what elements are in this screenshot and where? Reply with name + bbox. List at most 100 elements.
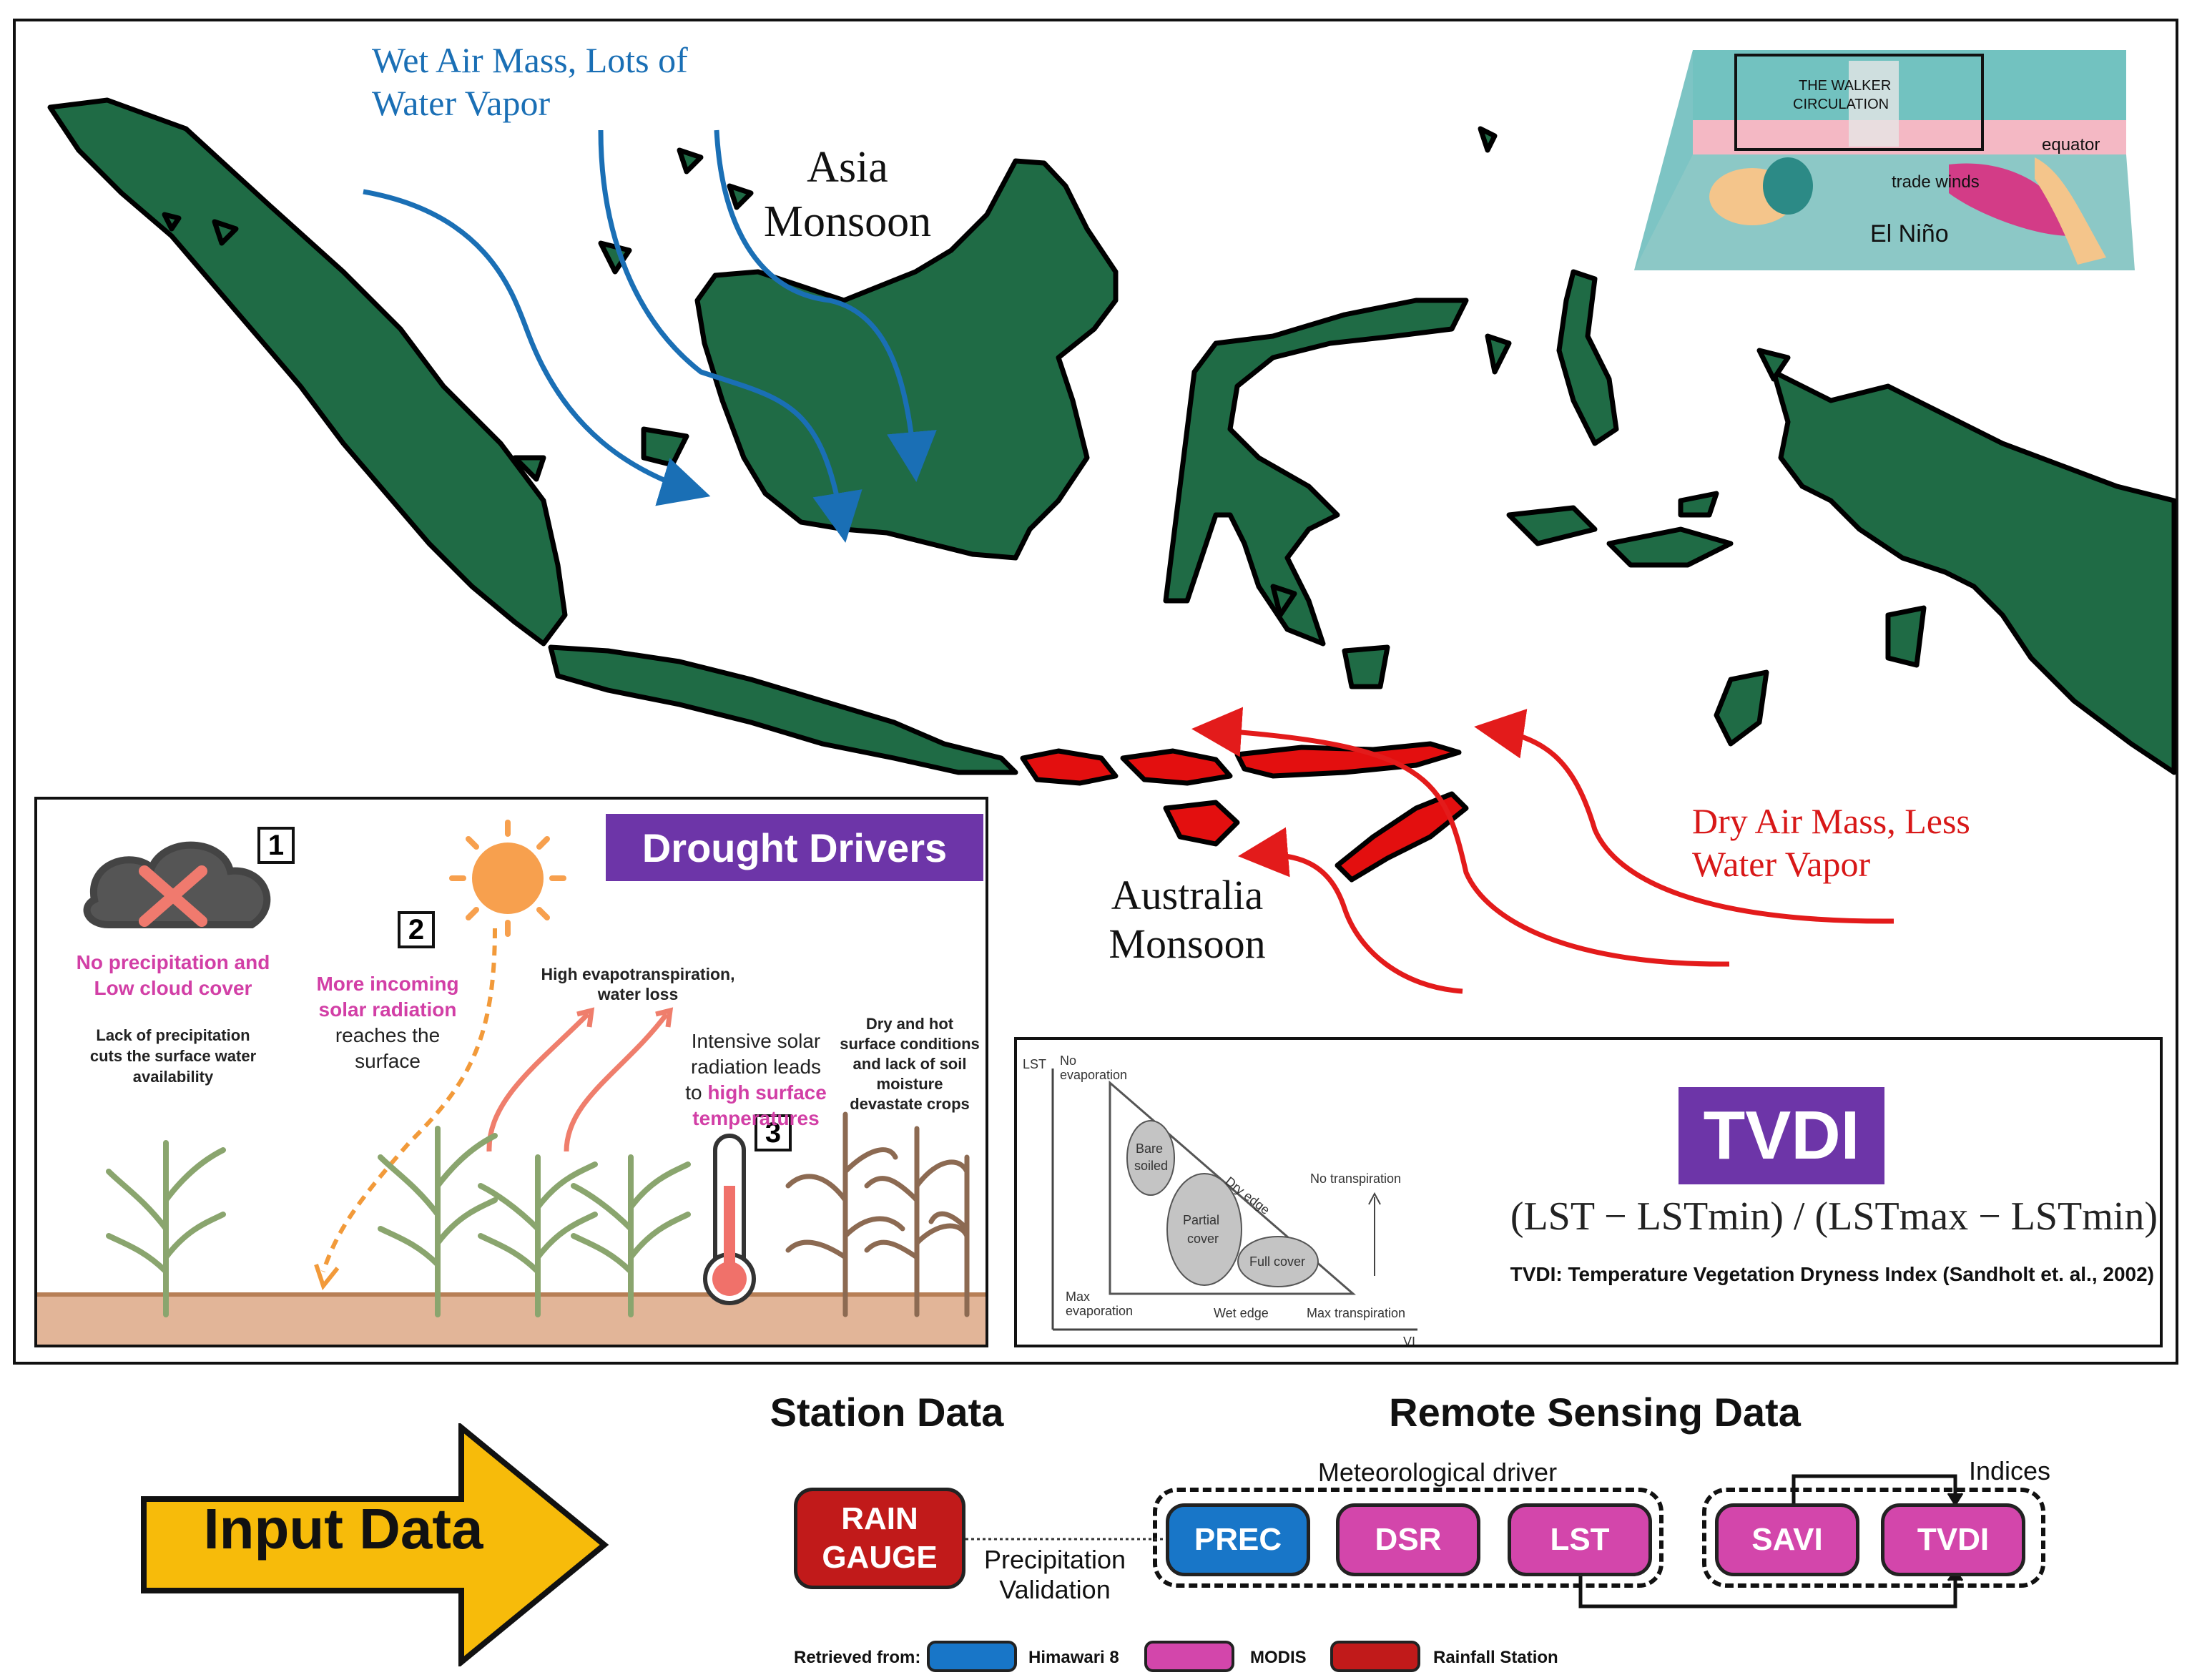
tvdi-no-evap-1: No: [1060, 1053, 1076, 1068]
precipitation-validation-label: Precipitation Validation: [973, 1545, 1137, 1605]
tvdi-y-axis: LST: [1023, 1057, 1046, 1071]
input-data-arrow: [141, 1423, 609, 1666]
dry-air-line-2: Water Vapor: [1692, 844, 1871, 884]
driver2-body-1: reaches the: [335, 1024, 441, 1046]
remote-sensing-title: Remote Sensing Data: [1389, 1390, 1801, 1435]
wet-air-line-1: Wet Air Mass, Lots of: [372, 40, 688, 80]
driver1-body-3: availability: [132, 1068, 214, 1086]
driver2-body-2: surface: [355, 1050, 421, 1072]
evapotranspiration-text: High evapotranspiration, water loss: [531, 964, 745, 1004]
walker-circulation-inset: THE WALKER CIRCULATION equator trade win…: [1634, 50, 2135, 270]
meteorological-driver-label: Meteorological driver: [1317, 1458, 1558, 1487]
asia-monsoon-label: Asia Monsoon: [751, 140, 944, 249]
wet-arrow-1: [363, 189, 711, 506]
driver1-head-1: No precipitation and: [76, 951, 270, 973]
tvdi-partial-1: Partial: [1183, 1213, 1219, 1227]
sumba-red: [1163, 800, 1240, 847]
tvdi-definition: TVDI: Temperature Vegetation Dryness Ind…: [1510, 1263, 2154, 1285]
flores-red: [1234, 741, 1462, 779]
solar-line-1: Intensive solar: [691, 1030, 821, 1052]
walker-trade-winds: trade winds: [1892, 172, 1980, 192]
wet-arrow-2: [598, 129, 862, 543]
wet-air-line-2: Water Vapor: [372, 83, 551, 123]
tvdi-formula: (LST − LSTmin) / (LSTmax − LSTmin): [1510, 1194, 2158, 1239]
sun-icon: [449, 820, 566, 937]
dry-cond-4: moisture: [876, 1075, 943, 1093]
legend-himawari-label: Himawari 8: [1028, 1648, 1119, 1667]
input-data-label: Input Data: [203, 1497, 483, 1561]
drought-drivers-panel: Drought Drivers: [34, 797, 988, 1347]
papua-island: [1771, 369, 2177, 775]
evap-arrow-1: [486, 1012, 590, 1152]
halmahera-island: [1556, 269, 1619, 446]
legend-modis-swatch: [1144, 1641, 1234, 1672]
driver1-heading: No precipitation and Low cloud cover: [51, 950, 295, 1001]
evap-line-2: water loss: [597, 985, 679, 1003]
asia-line-1: Asia: [807, 143, 888, 192]
driver2-text: More incoming solar radiation reaches th…: [287, 971, 488, 1074]
rain-gauge-line-2: GAUGE: [822, 1540, 938, 1575]
tvdi-max-evap-1: Max: [1066, 1290, 1090, 1304]
sumbawa-red: [1120, 748, 1233, 786]
borneo-island: [694, 158, 1119, 561]
asia-line-2: Monsoon: [763, 197, 932, 246]
tvdi-triangle-plot: LST VI No evaporation Max evaporation We…: [1023, 1053, 1417, 1345]
drought-illustration: [37, 820, 986, 1345]
aus-line-1: Australia: [1111, 872, 1264, 918]
legend-label: Retrieved from:: [794, 1648, 921, 1667]
map-frame: [13, 19, 2178, 1365]
walker-title-1: THE WALKER: [1799, 78, 1891, 94]
rain-gauge-line-1: RAIN: [841, 1501, 918, 1536]
tvdi-max-transpiration: Max transpiration: [1307, 1306, 1405, 1320]
dry-cond-3: and lack of soil: [852, 1055, 967, 1073]
bali-lombok-red: [1020, 748, 1119, 786]
drought-drivers-title: Drought Drivers: [606, 814, 983, 881]
timor-red: [1335, 791, 1469, 883]
dry-arrow-3: [1238, 827, 1463, 994]
java-island: [548, 644, 1018, 775]
tvdi-partial-2: cover: [1187, 1232, 1219, 1246]
tvdi-title: TVDI: [1679, 1087, 1884, 1184]
precip-val-1: Precipitation: [983, 1545, 1126, 1574]
dry-arrow-1: [1474, 709, 1894, 924]
dry-cond-5: devastate crops: [850, 1095, 970, 1113]
indices-group: [1702, 1488, 2045, 1588]
cloud-icon: [83, 841, 271, 928]
evap-line-1: High evapotranspiration,: [541, 965, 735, 983]
walker-equator: equator: [2042, 135, 2100, 154]
rain-gauge-box: RAIN GAUGE: [794, 1488, 965, 1589]
driver1-body-1: Lack of precipitation: [96, 1026, 250, 1044]
dry-air-label: Dry Air Mass, Less Water Vapor: [1692, 800, 1970, 885]
evap-arrow-2: [564, 1012, 669, 1152]
driver2-head-1: More incoming: [316, 973, 459, 995]
dry-conditions-text: Dry and hot surface conditions and lack …: [831, 1014, 986, 1114]
driver2-head-2: solar radiation: [318, 998, 457, 1021]
meteorological-group: [1153, 1488, 1663, 1588]
tvdi-max-evap-2: evaporation: [1066, 1304, 1133, 1318]
dry-air-line-1: Dry Air Mass, Less: [1692, 801, 1970, 841]
dry-plants: [785, 1111, 970, 1317]
sulawesi-island: [1163, 298, 1469, 647]
driver-number-2: 2: [398, 911, 435, 948]
driver1-head-2: Low cloud cover: [94, 977, 252, 999]
dsr-box: DSR: [1336, 1503, 1480, 1576]
tvdi-no-transpiration: No transpiration: [1310, 1171, 1401, 1186]
sumatra-island: [47, 97, 568, 647]
aus-line-2: Monsoon: [1109, 920, 1266, 967]
tvdi-bare-1: Bare: [1136, 1141, 1163, 1156]
wet-air-label: Wet Air Mass, Lots of Water Vapor: [372, 39, 688, 124]
legend-rainfall-swatch: [1330, 1641, 1420, 1672]
indices-label: Indices: [1968, 1456, 2051, 1485]
tvdi-no-evap-2: evaporation: [1060, 1068, 1127, 1082]
healthy-plants: [106, 1126, 691, 1317]
driver-number-1: 1: [257, 827, 295, 864]
tvdi-bare-2: soiled: [1134, 1159, 1168, 1173]
solar-line-3a: to: [685, 1081, 708, 1104]
solar-text: Intensive solar radiation leads to high …: [667, 1028, 845, 1131]
solar-line-3b: high surface: [707, 1081, 827, 1104]
prec-box: PREC: [1166, 1503, 1310, 1576]
legend-rainfall-label: Rainfall Station: [1433, 1648, 1558, 1667]
driver1-body: Lack of precipitation cuts the surface w…: [51, 1025, 295, 1087]
radiation-arrow: [321, 928, 497, 1272]
